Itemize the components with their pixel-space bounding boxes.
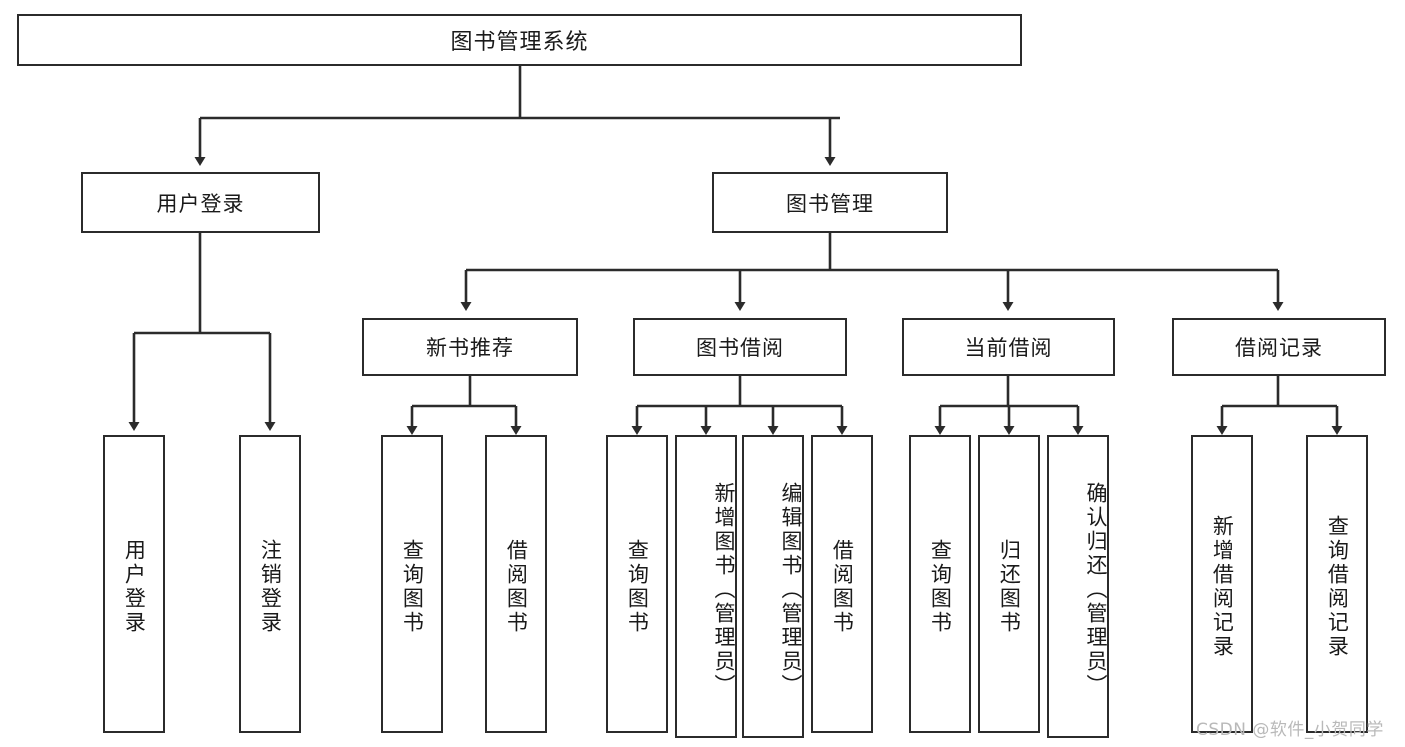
leaf-query-books-current[interactable]: 查询图书 (909, 435, 971, 733)
node-new-book-recommend[interactable]: 新书推荐 (362, 318, 578, 376)
leaf-confirm-return-admin[interactable]: 确认归还（管理员） (1047, 435, 1109, 738)
node-user-login[interactable]: 用户登录 (81, 172, 320, 233)
node-borrow-records[interactable]: 借阅记录 (1172, 318, 1386, 376)
node-current-borrow[interactable]: 当前借阅 (902, 318, 1115, 376)
leaf-edit-book-admin[interactable]: 编辑图书（管理员） (742, 435, 804, 738)
node-book-management[interactable]: 图书管理 (712, 172, 948, 233)
leaf-logout-login[interactable]: 注销登录 (239, 435, 301, 733)
leaf-borrow-books-borrow[interactable]: 借阅图书 (811, 435, 873, 733)
leaf-return-books[interactable]: 归还图书 (978, 435, 1040, 733)
csdn-watermark: CSDN @软件_小贺同学 (1196, 720, 1384, 740)
leaf-add-borrow-record[interactable]: 新增借阅记录 (1191, 435, 1253, 733)
leaf-borrow-books-recommend[interactable]: 借阅图书 (485, 435, 547, 733)
leaf-query-books-recommend[interactable]: 查询图书 (381, 435, 443, 733)
node-root-system[interactable]: 图书管理系统 (17, 14, 1022, 66)
node-book-borrow[interactable]: 图书借阅 (633, 318, 847, 376)
leaf-user-login[interactable]: 用户登录 (103, 435, 165, 733)
leaf-query-books-borrow[interactable]: 查询图书 (606, 435, 668, 733)
leaf-query-borrow-record[interactable]: 查询借阅记录 (1306, 435, 1368, 733)
leaf-add-book-admin[interactable]: 新增图书（管理员） (675, 435, 737, 738)
